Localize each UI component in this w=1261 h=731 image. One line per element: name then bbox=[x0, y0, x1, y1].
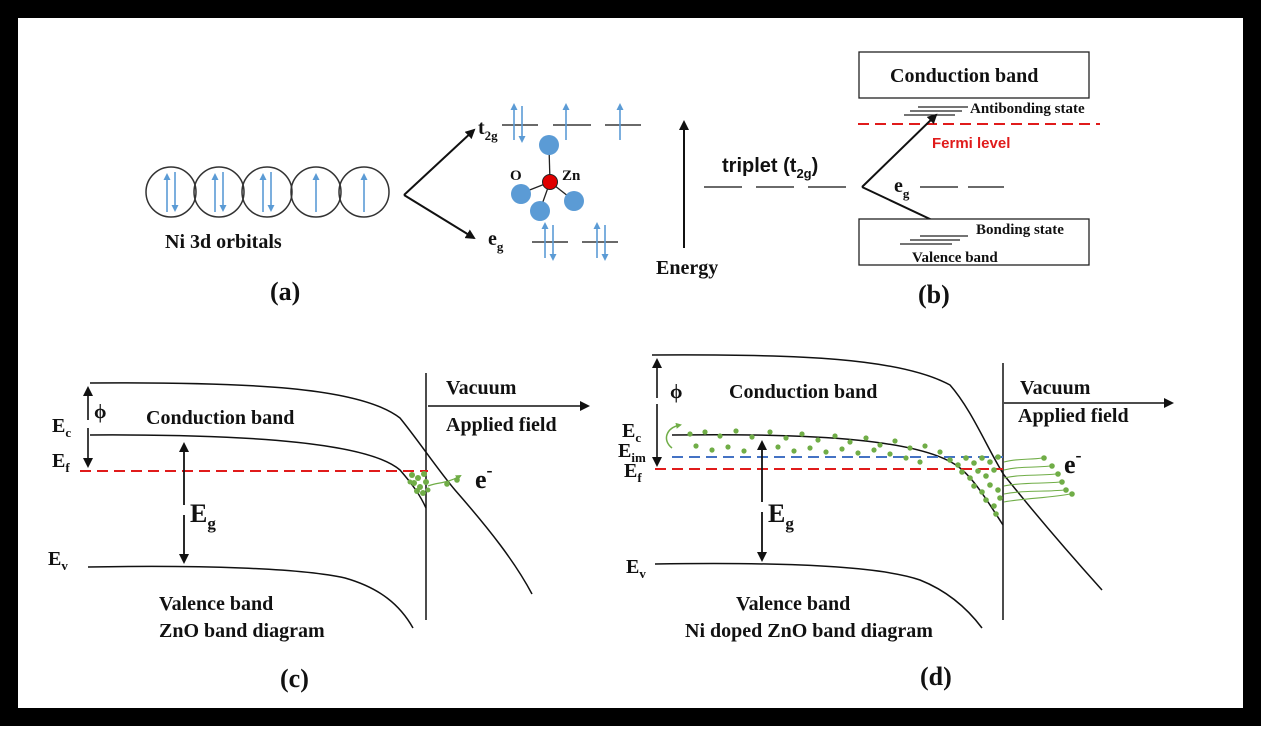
orbital-circles bbox=[145, 166, 390, 218]
vacuum-level-curve-d bbox=[651, 354, 1103, 591]
vacuum-level-curve-c bbox=[89, 382, 533, 595]
applied-field-label-c: Applied field bbox=[446, 414, 557, 436]
caption-b: (b) bbox=[918, 280, 950, 309]
ev-label-d: Ev bbox=[626, 556, 646, 581]
valence-band-label-c: Valence band bbox=[159, 593, 273, 615]
atom-o-label: O bbox=[510, 168, 522, 184]
atom-zn-label: Zn bbox=[562, 168, 581, 184]
zinc-atom bbox=[542, 174, 558, 190]
applied-field-label-d: Applied field bbox=[1018, 405, 1129, 427]
electron-excitation-arrow-d bbox=[665, 422, 682, 449]
panel-c: ϕ Eg Ec Ef Ev Conduction band Vacuum App… bbox=[48, 373, 590, 693]
bonding-lines bbox=[900, 235, 968, 245]
vacuum-label-c: Vacuum bbox=[446, 377, 517, 399]
antibonding-lines bbox=[904, 106, 968, 116]
eg-label-b: eg bbox=[894, 175, 910, 201]
valence-band-label-d: Valence band bbox=[736, 593, 850, 615]
emission-paths-d bbox=[1003, 457, 1071, 503]
orbital-circle bbox=[145, 166, 197, 218]
caption-d: (d) bbox=[920, 662, 952, 691]
eg-label-d: Eg bbox=[768, 499, 794, 533]
ec-label-c: Ec bbox=[52, 415, 71, 440]
conduction-band-label-d: Conduction band bbox=[729, 381, 877, 403]
conduction-band-edge-d bbox=[671, 433, 1004, 526]
ef-label-d: Ef bbox=[624, 460, 642, 485]
ev-label-c: Ev bbox=[48, 548, 68, 573]
t2g-label: t2g bbox=[478, 117, 498, 143]
vacuum-label-d: Vacuum bbox=[1020, 377, 1091, 399]
valence-band-edge-c bbox=[87, 565, 414, 629]
orbital-spin-arrows bbox=[163, 172, 368, 212]
split-arrow-antibonding bbox=[861, 113, 938, 188]
oxygen-atom bbox=[564, 191, 584, 211]
orbital-circle bbox=[338, 166, 390, 218]
valence-band-edge-d bbox=[654, 562, 983, 629]
eg-spin-arrows bbox=[541, 222, 609, 261]
panel-d: ϕ Eg Ec Eim Ef Ev Conduction band bbox=[618, 354, 1174, 691]
valence-band-label-b: Valence band bbox=[912, 250, 998, 266]
ni-3d-orbitals-label: Ni 3d orbitals bbox=[165, 231, 282, 253]
electron-path-c bbox=[427, 475, 462, 487]
eg-label-a: eg bbox=[488, 228, 504, 254]
orbital-circle bbox=[193, 166, 245, 218]
tetrahedral-molecule: O Zn bbox=[510, 135, 584, 221]
oxygen-atom bbox=[530, 201, 550, 221]
conduction-band-label-b: Conduction band bbox=[890, 65, 1038, 87]
conduction-band-label-c: Conduction band bbox=[146, 407, 294, 429]
caption-c: (c) bbox=[280, 664, 309, 693]
panel-b: Conduction band Antibonding state Fermi … bbox=[704, 51, 1100, 309]
phi-label-d: ϕ bbox=[670, 381, 682, 403]
panel-d-title: Ni doped ZnO band diagram bbox=[685, 620, 933, 642]
orbital-circle bbox=[241, 166, 293, 218]
panel-c-title: ZnO band diagram bbox=[159, 620, 325, 642]
valence-band-box bbox=[858, 218, 1090, 266]
ef-label-c: Ef bbox=[52, 450, 70, 475]
phi-label-c: ϕ bbox=[94, 401, 106, 423]
panel-a: Ni 3d orbitals t2g eg bbox=[145, 103, 718, 306]
electron-label-d: e- bbox=[1064, 445, 1082, 479]
eim-label-d: Eim bbox=[618, 440, 646, 465]
energy-label: Energy bbox=[656, 257, 718, 279]
eg-label-c: Eg bbox=[190, 499, 216, 533]
triplet-label: triplet (t2g) bbox=[722, 155, 818, 181]
caption-a: (a) bbox=[270, 277, 300, 306]
fermi-level-label: Fermi level bbox=[932, 135, 1010, 152]
emitted-electrons-c bbox=[407, 471, 460, 496]
conduction-band-box bbox=[858, 51, 1090, 99]
split-arrow-up bbox=[403, 128, 476, 196]
ec-label-d: Ec bbox=[622, 420, 641, 445]
orbital-circle bbox=[290, 166, 342, 218]
antibonding-state-label: Antibonding state bbox=[970, 101, 1085, 117]
t2g-spin-arrows bbox=[510, 103, 624, 143]
oxygen-atom bbox=[539, 135, 559, 155]
doped-electrons-d bbox=[687, 428, 1075, 517]
bonding-state-label: Bonding state bbox=[976, 222, 1064, 238]
electron-label-c: e- bbox=[475, 460, 493, 494]
oxygen-atom bbox=[511, 184, 531, 204]
split-arrow-down bbox=[403, 194, 476, 240]
